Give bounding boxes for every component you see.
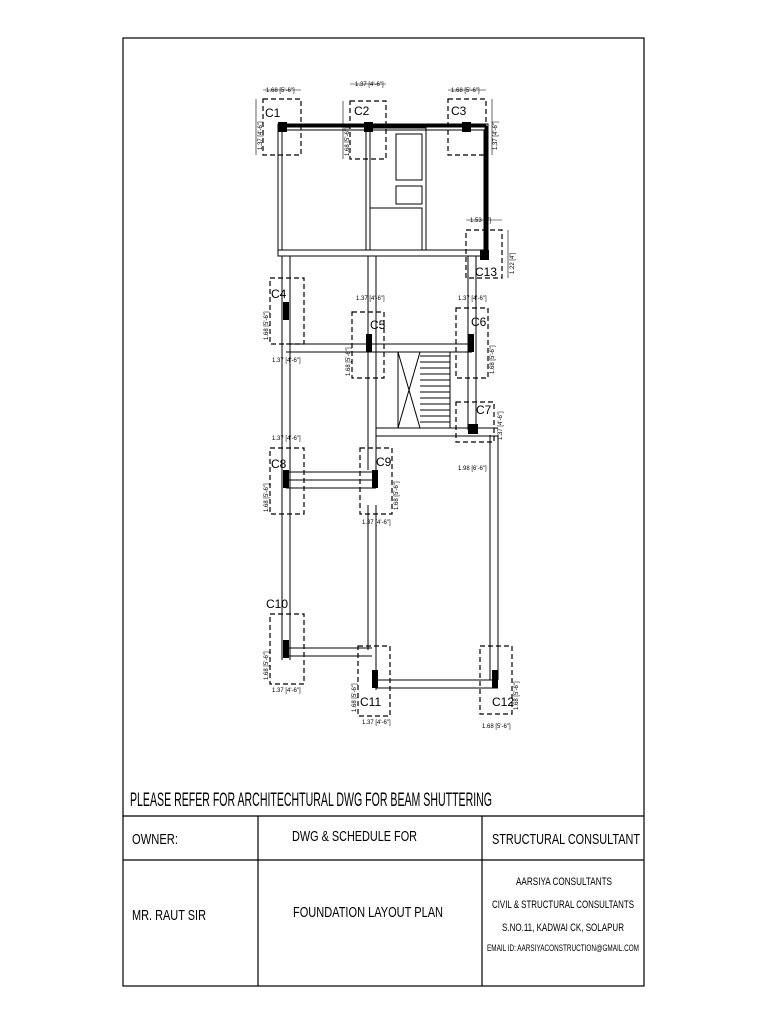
dimension-lines (255, 83, 509, 278)
label-c3: C3 (451, 104, 467, 118)
label-c11: C11 (360, 695, 381, 709)
column-c1 (278, 122, 287, 132)
dim-c12-width: 1.68 [5'-6"] (482, 724, 511, 730)
owner-label: OWNER: (132, 831, 178, 848)
column-c7 (468, 424, 478, 434)
consultant-line-2: CIVIL & STRUCTURAL CONSULTANTS (492, 899, 634, 911)
label-c1: C1 (265, 106, 281, 120)
staircase (397, 351, 451, 429)
dim-c5-width: 1.37 [4'-6"] (356, 296, 385, 302)
column-c8 (283, 470, 289, 488)
dim-c2-width: 1.37 [4'-6"] (355, 82, 384, 88)
footing-c8 (269, 447, 305, 515)
dim-c11-width: 1.37 [4'-6"] (362, 720, 391, 726)
consultant-line-1: AARSIYA CONSULTANTS (516, 876, 612, 888)
consultant-email: EMAIL ID: AARSIYACONSTRUCTION@GMAIL.COM (487, 943, 639, 953)
footing-c13 (465, 229, 503, 279)
label-c5: C5 (370, 318, 386, 332)
dim-c9-width: 1.37 [4'-6"] (362, 520, 391, 526)
dim-c10-height: 1.68 [5'-6"] (264, 651, 270, 680)
label-c10: C10 (266, 597, 288, 611)
footing-c9 (359, 447, 393, 515)
owner-name: MR. RAUT SIR (132, 907, 206, 924)
dim-c6-width: 1.37 [4'-6"] (458, 296, 487, 302)
column-c5 (366, 334, 372, 352)
footing-c1 (262, 98, 302, 156)
dim-c4-height: 1.68 [5'-6"] (264, 311, 270, 340)
column-c6 (468, 334, 474, 352)
dim-c6-height: 1.68 [5'-6"] (490, 345, 496, 374)
footing-c5 (351, 311, 385, 379)
column-c3 (462, 122, 471, 132)
footing-c10 (269, 613, 305, 685)
column-c10 (283, 640, 289, 658)
dim-c9-height: 1.68 [5'-6"] (394, 481, 400, 510)
dim-c3-width: 1.68 [5'-6"] (451, 88, 480, 94)
dim-c7-width: 1.98 [6'-6"] (458, 466, 487, 472)
dim-c12-height: 1.68 [5'-6"] (514, 681, 520, 710)
label-c8: C8 (271, 457, 287, 471)
label-c2: C2 (354, 104, 370, 118)
dim-c10-width: 1.37 [4'-6"] (272, 688, 301, 694)
column-c12 (492, 670, 498, 688)
dim-c13-width: 1.53 [5'] (470, 218, 491, 224)
footing-c3 (447, 98, 487, 156)
dim-c5-height: 1.68 [5'-6"] (346, 347, 352, 376)
dim-c1-width: 1.68 [5'-6"] (266, 88, 295, 94)
column-c9 (372, 470, 378, 488)
drawing-label: DWG & SCHEDULE FOR (292, 828, 417, 845)
dim-c11-height: 1.68 [5'-6"] (352, 683, 358, 712)
dim-c2-height: 1.68 [5'-6"] (345, 127, 351, 156)
footing-c4 (269, 277, 305, 345)
dim-c1-height: 1.37 [4'-6"] (258, 121, 264, 150)
drawing-title: FOUNDATION LAYOUT PLAN (293, 904, 443, 921)
foundation-plan (277, 123, 499, 690)
footing-c12 (479, 645, 513, 715)
title-block (123, 815, 644, 986)
footing-c11 (357, 645, 391, 717)
dim-c8-width: 1.37 [4'-6"] (272, 436, 301, 442)
dim-c7-height: 1.37 [4'-6"] (498, 411, 504, 440)
consultant-label: STRUCTURAL CONSULTANT (492, 831, 640, 848)
outer-border (122, 37, 645, 987)
footing-c2 (349, 100, 387, 160)
footing-c6 (455, 307, 489, 379)
footing-c7 (455, 401, 495, 443)
label-c9: C9 (376, 455, 392, 469)
label-c13: C13 (475, 265, 497, 279)
beam-shuttering-note: PLEASE REFER FOR ARCHITECHTURAL DWG FOR … (130, 790, 492, 811)
column-c4 (283, 302, 289, 320)
column-c13 (480, 250, 489, 260)
column-blocks (278, 122, 498, 688)
dim-c13-height: 1.22 [4'] (510, 253, 516, 274)
label-c6: C6 (471, 315, 487, 329)
consultant-line-3: S.NO.11, KADWAI CK, SOLAPUR (502, 922, 624, 934)
column-c2 (364, 122, 373, 132)
dim-c3-height: 1.37 [4'-6"] (493, 121, 499, 150)
label-c4: C4 (271, 287, 287, 301)
label-c12: C12 (492, 695, 514, 709)
dim-c8-height: 1.68 [5'-6"] (264, 483, 270, 512)
dim-c4-width: 1.37 [4'-6"] (272, 358, 301, 364)
column-c11 (372, 670, 378, 688)
footings (262, 98, 513, 717)
label-c7: C7 (476, 403, 492, 417)
top-block-outline (277, 123, 489, 257)
